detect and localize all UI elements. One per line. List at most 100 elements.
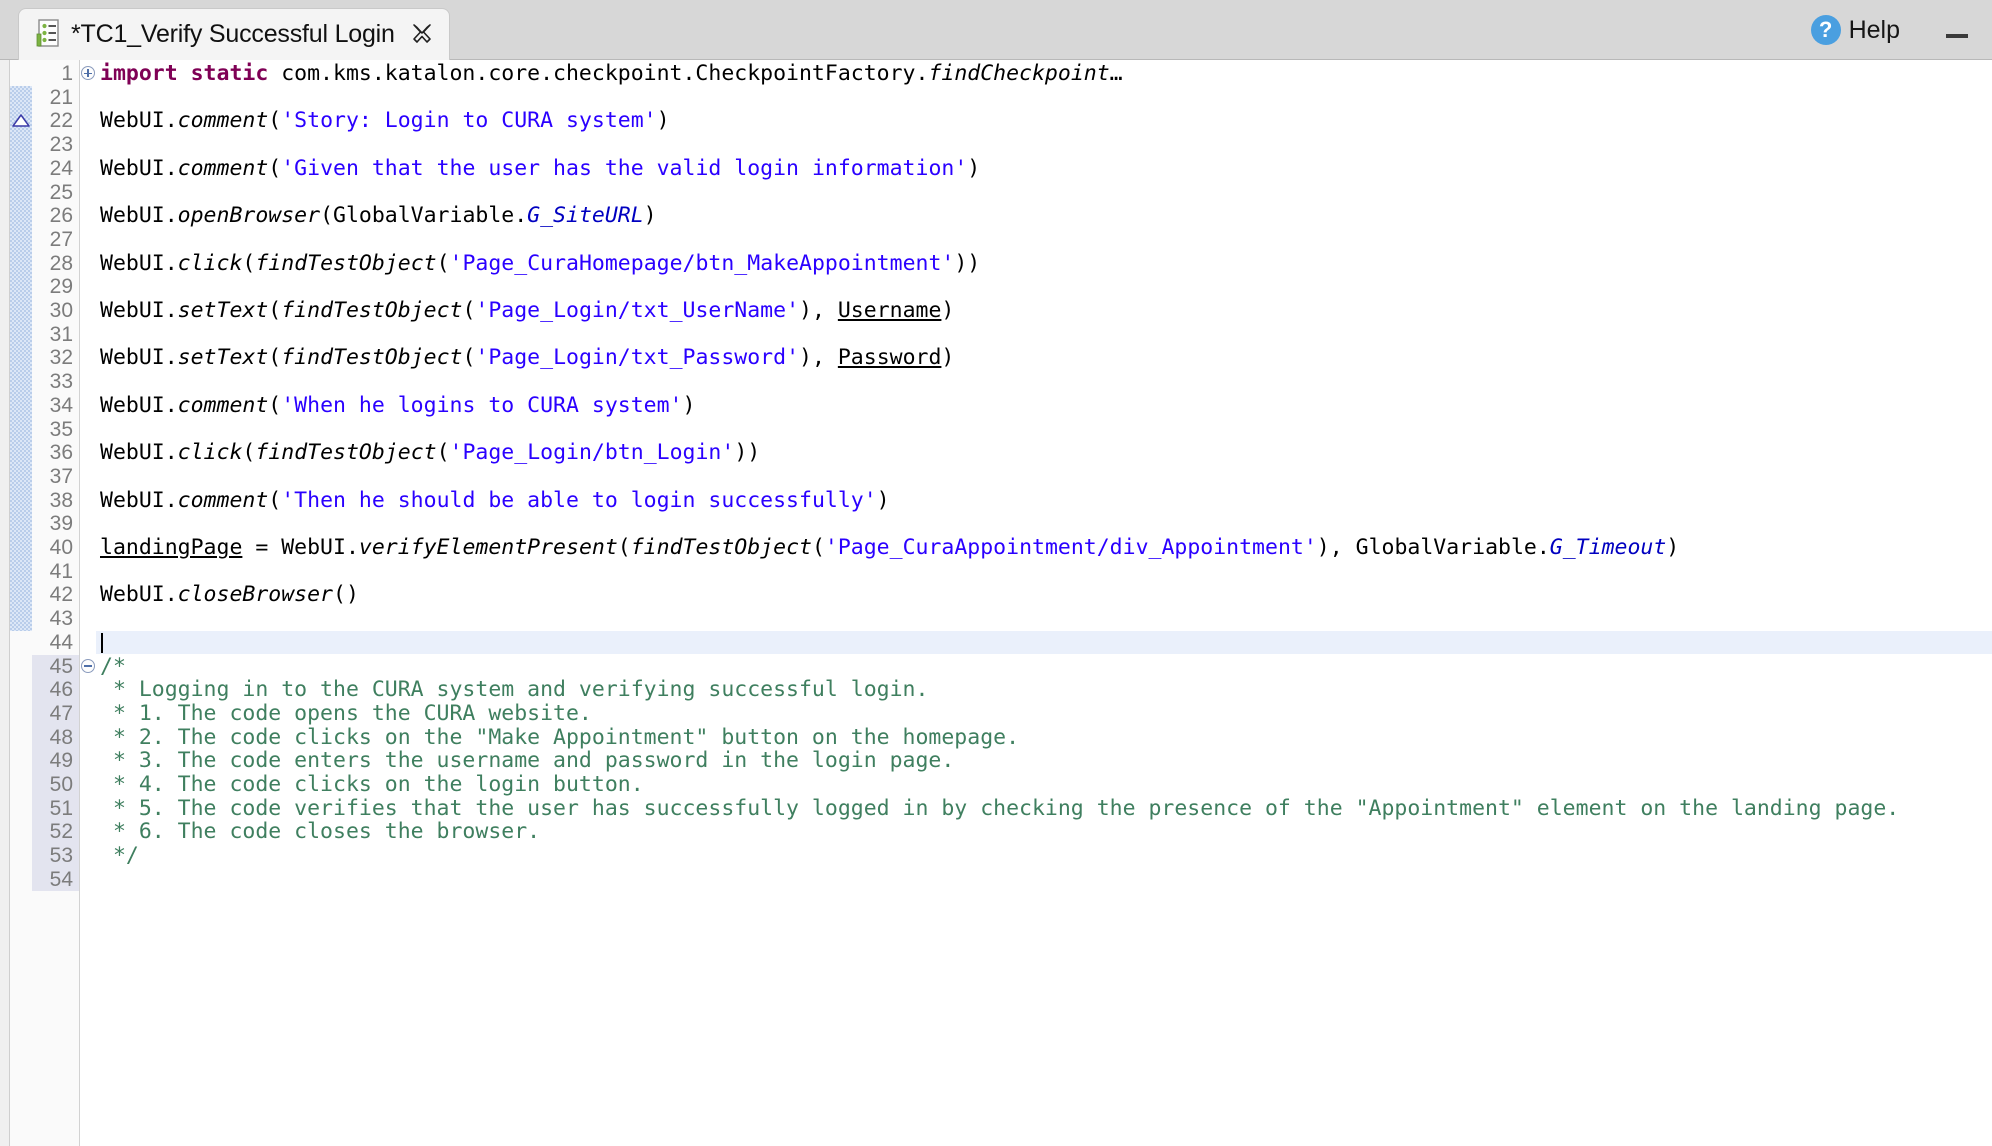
code-token: (	[436, 440, 450, 466]
code-line[interactable]: WebUI.setText(findTestObject('Page_Login…	[96, 346, 1992, 370]
code-token: /*	[100, 653, 126, 679]
code-line[interactable]: WebUI.openBrowser(GlobalVariable.G_SiteU…	[96, 204, 1992, 228]
code-token: )	[941, 345, 955, 371]
code-token: WebUI.	[100, 298, 178, 323]
close-icon[interactable]	[409, 21, 435, 47]
code-line[interactable]: WebUI.comment('Story: Login to CURA syst…	[96, 109, 1992, 133]
code-line[interactable]: * 5. The code verifies that the user has…	[96, 796, 1992, 821]
code-token: ))	[954, 250, 981, 276]
code-token: WebUI.	[100, 203, 178, 229]
code-line[interactable]	[96, 228, 1992, 252]
code-line[interactable]: /*	[96, 653, 1992, 679]
line-number: 46	[49, 678, 73, 702]
gutter-row-highlight	[32, 844, 79, 868]
code-token: = WebUI.	[242, 535, 359, 560]
code-token: * 3. The code enters the username and pa…	[100, 748, 955, 774]
code-text-area[interactable]: import static com.kms.katalon.core.check…	[96, 60, 1992, 1146]
code-folding-ruler[interactable]	[80, 60, 96, 1146]
code-line[interactable]	[96, 560, 1992, 584]
code-token: WebUI.	[100, 155, 178, 181]
code-token: …	[1109, 61, 1123, 86]
code-line[interactable]: * Logging in to the CURA system and veri…	[96, 678, 1992, 702]
code-token: ()	[333, 582, 359, 608]
code-line[interactable]: * 1. The code opens the CURA website.	[96, 702, 1992, 726]
code-line[interactable]: WebUI.closeBrowser()	[96, 583, 1992, 607]
code-token: (	[268, 298, 282, 323]
line-number: 23	[49, 133, 73, 157]
minimize-icon[interactable]	[1944, 26, 1970, 38]
code-token: comment	[177, 108, 269, 134]
gutter-row-highlight	[32, 867, 79, 892]
code-token: G_SiteURL	[527, 203, 644, 229]
code-token: (	[462, 345, 476, 371]
code-line[interactable]: WebUI.click(findTestObject('Page_Login/b…	[96, 441, 1992, 465]
code-line[interactable]	[96, 370, 1992, 394]
code-token: findTestObject	[255, 440, 437, 466]
code-line[interactable]: WebUI.click(findTestObject('Page_CuraHom…	[96, 250, 1992, 276]
code-line[interactable]: */	[96, 844, 1992, 868]
code-token: (	[268, 487, 282, 513]
code-token: (	[268, 155, 282, 181]
code-line[interactable]: * 6. The code closes the browser.	[96, 820, 1992, 844]
method-override-marker-icon[interactable]	[12, 114, 30, 132]
code-line[interactable]: * 4. The code clicks on the login button…	[96, 773, 1992, 797]
code-line[interactable]: landingPage = WebUI.verifyElementPresent…	[96, 536, 1992, 560]
code-line[interactable]: WebUI.setText(findTestObject('Page_Login…	[96, 299, 1992, 323]
code-line[interactable]	[96, 631, 1992, 655]
line-number: 21	[49, 85, 73, 109]
code-token: )	[876, 487, 890, 513]
code-token: * 4. The code clicks on the login button…	[100, 772, 644, 797]
fold-collapse-icon[interactable]	[81, 658, 95, 673]
editor-left-edge	[0, 60, 10, 1146]
code-line[interactable]	[96, 418, 1992, 442]
editor-tab-tc1-verify-successful-login[interactable]: *TC1_Verify Successful Login	[18, 7, 450, 60]
code-token: (	[268, 108, 282, 134]
gutter-row-highlight	[32, 749, 79, 773]
code-line[interactable]	[96, 133, 1992, 157]
code-token: setText	[177, 298, 269, 323]
code-token: comment	[177, 392, 269, 418]
gutter-row-highlight	[32, 773, 79, 797]
help-button[interactable]: ? Help	[1810, 0, 1900, 60]
code-line[interactable]: * 3. The code enters the username and pa…	[96, 749, 1992, 773]
code-token: WebUI.	[100, 392, 178, 418]
line-number: 42	[49, 583, 73, 607]
annotation-ruler[interactable]	[10, 60, 32, 1146]
code-line[interactable]: WebUI.comment('Then he should be able to…	[96, 487, 1992, 513]
fold-expand-icon[interactable]	[81, 66, 95, 80]
code-token: findTestObject	[255, 250, 437, 276]
code-line[interactable]: WebUI.comment('Given that the user has t…	[96, 155, 1992, 181]
code-line[interactable]: import static com.kms.katalon.core.check…	[96, 62, 1992, 86]
code-line[interactable]: WebUI.comment('When he logins to CURA sy…	[96, 392, 1992, 418]
code-token: * 1. The code opens the CURA website.	[100, 700, 592, 726]
code-token: comment	[177, 487, 269, 513]
code-token: 'Page_CuraHomepage/btn_MakeAppointment'	[449, 250, 955, 276]
code-token: ),	[799, 298, 838, 323]
code-line[interactable]	[96, 512, 1992, 536]
code-line[interactable]	[96, 275, 1992, 299]
editor-tab-label: *TC1_Verify Successful Login	[71, 19, 395, 48]
line-number: 29	[49, 275, 73, 299]
code-token: findTestObject	[281, 298, 463, 323]
gutter-row-highlight	[32, 725, 79, 750]
code-token: import static	[100, 61, 282, 86]
code-line[interactable]: * 2. The code clicks on the "Make Appoin…	[96, 725, 1992, 750]
help-label: Help	[1848, 15, 1900, 44]
code-token: )	[941, 298, 955, 323]
code-line[interactable]	[96, 607, 1992, 631]
code-token: 'Page_Login/txt_Password'	[475, 345, 800, 371]
code-token: WebUI.	[100, 582, 178, 608]
code-line[interactable]	[96, 86, 1992, 110]
code-token: ), GlobalVariable.	[1316, 535, 1550, 560]
line-number: 54	[49, 867, 73, 891]
code-token: WebUI.	[100, 108, 178, 134]
code-token: click	[177, 250, 243, 276]
code-line[interactable]	[96, 465, 1992, 489]
code-line[interactable]	[96, 181, 1992, 205]
code-line[interactable]	[96, 868, 1992, 892]
tab-bar-inner: *TC1_Verify Successful Login	[0, 0, 1992, 60]
line-number: 22	[49, 109, 73, 133]
code-line[interactable]	[96, 323, 1992, 347]
line-number: 49	[49, 749, 73, 773]
